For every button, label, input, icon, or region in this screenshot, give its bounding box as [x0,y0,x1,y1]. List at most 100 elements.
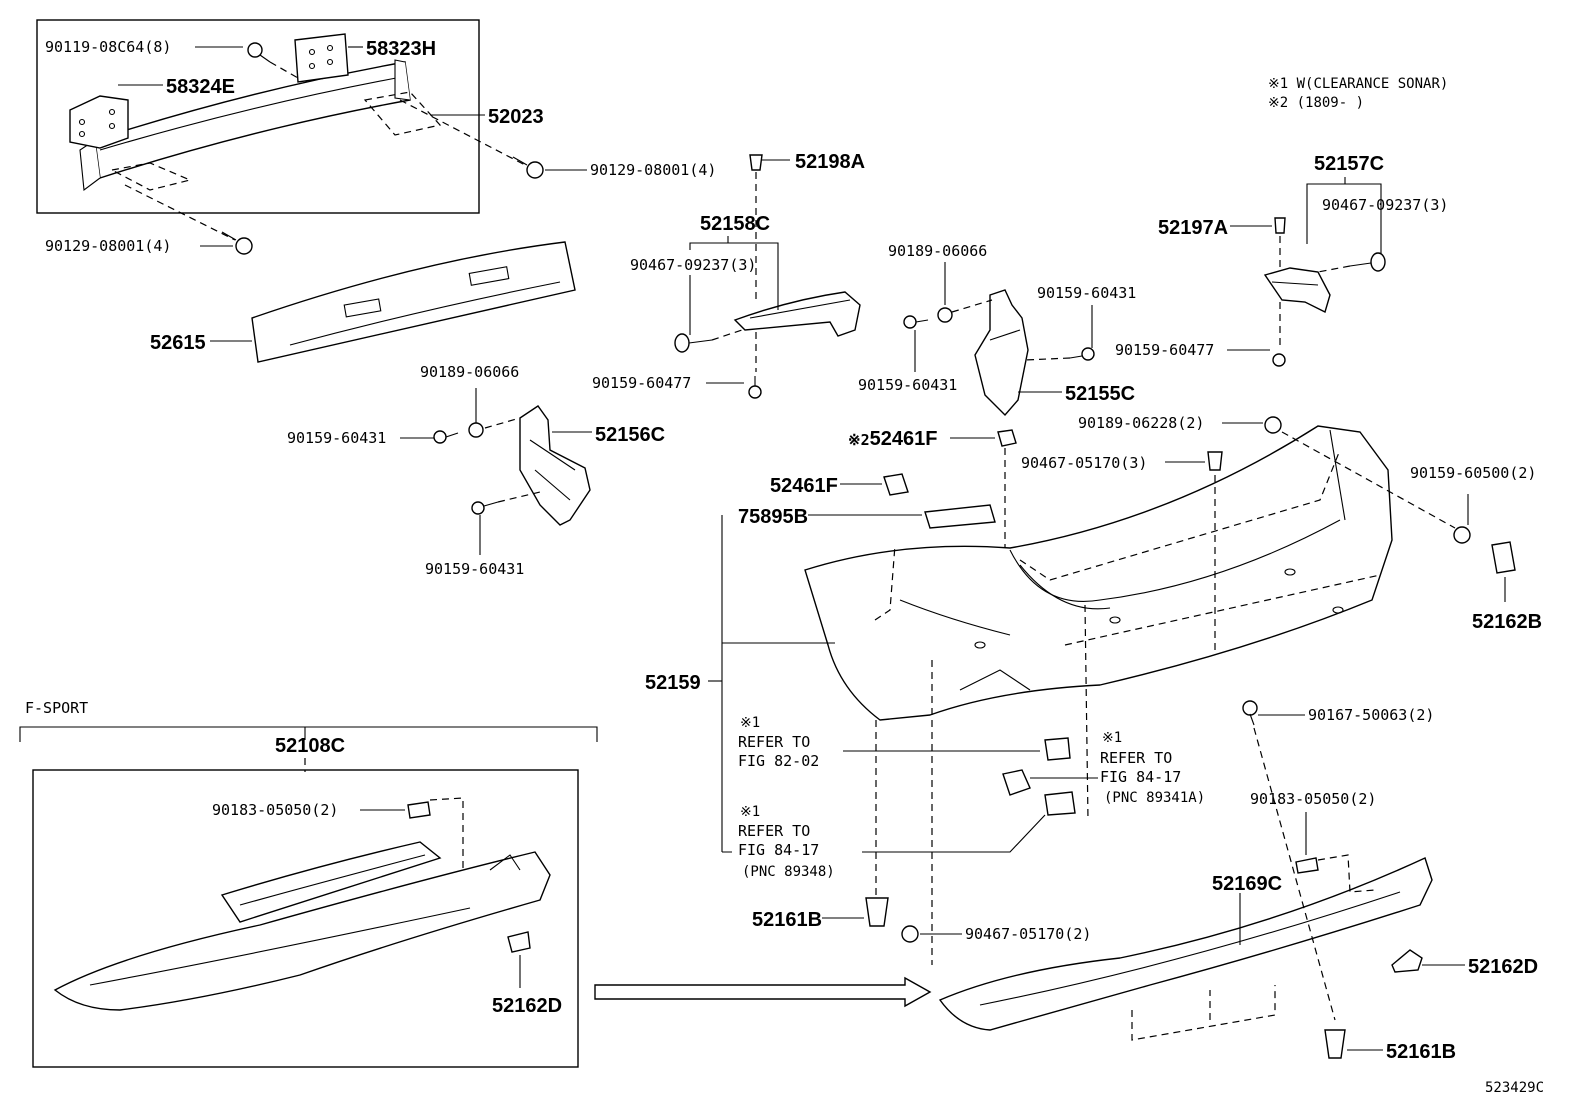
cover-52162D-fsport-icon [507,931,531,953]
sonar-sensor-icon [1002,769,1031,796]
label-90119-08C64: 90119-08C64(8) [45,38,171,56]
pad-52461F-lower-icon [883,473,909,496]
reflector-75895B [924,504,996,529]
bracket-52158C [733,291,861,337]
label-90183-05050-right: 90183-05050(2) [1250,790,1376,808]
ref3-line2: FIG 84-17 [1100,768,1181,786]
label-90159-60500: 90159-60500(2) [1410,464,1536,482]
bolt-90159-60431-bottom-icon [471,501,499,515]
label-90129-08001-left: 90129-08001(4) [45,237,171,255]
ref2-line2: FIG 84-17 [738,841,819,859]
clip-90167-50063-icon [1242,700,1258,726]
ref1-mark: ※1 [740,715,760,731]
label-52461F-lower: 52461F [770,475,838,497]
fsport-diffuser-insert [220,841,442,923]
label-90159-60477-right: 90159-60477 [1115,341,1214,359]
label-52615: 52615 [150,332,206,354]
bracket-58323H [294,33,349,83]
clip-52161B-left-icon [865,897,889,927]
bolt-90159-60477-right-icon [1272,353,1286,367]
bolt-90159-60431-right-icon [1069,347,1095,361]
ref3-mark: ※1 [1102,730,1122,746]
ref2-line1: REFER TO [738,822,810,840]
rivet-90467-09237-left-icon [674,333,713,353]
label-52161B-right: 52161B [1386,1041,1456,1063]
bracket-52157C [1263,267,1331,314]
pad-52461F-upper-icon [997,429,1017,447]
label-90129-08001-right: 90129-08001(4) [590,161,716,179]
label-90189-06228: 90189-06228(2) [1078,414,1204,432]
label-52162D-right: 52162D [1468,956,1538,978]
bolt-90129-right-icon [512,156,544,179]
clip-52161B-right-icon [1324,1029,1346,1059]
label-52156C: 52156C [595,424,665,446]
lower-spoiler-52169C [938,857,1433,1031]
ref1-line2: FIG 82-02 [738,752,819,770]
nut-90189-06066-right-icon [937,307,953,323]
bolt-90159-60431-left-icon [433,430,459,444]
label-90159-60431-right: 90159-60431 [1037,284,1136,302]
clip-52197A-icon [1274,217,1286,234]
nut-90189-06228-icon [1264,416,1282,434]
clip-90183-05050-right-icon [1295,857,1319,874]
label-90467-05170-upper: 90467-05170(3) [1021,454,1147,472]
bolt-90159-60477-left-icon [748,376,762,399]
fsport-lower-spoiler [53,851,551,1011]
nut-90189-06066-left-icon [468,422,484,438]
ref2-line3: (PNC 89348) [742,864,835,880]
clip-90467-05170-lower-icon [901,925,919,943]
bracket-58324E [69,95,129,149]
label-90467-09237-right: 90467-09237(3) [1322,196,1448,214]
label-90189-06066-left: 90189-06066 [420,363,519,381]
label-52108C: 52108C [275,735,345,757]
label-52461F-upper: ※252461F [848,428,937,450]
label-52197A: 52197A [1158,217,1228,239]
label-52169C: 52169C [1212,873,1282,895]
ref1-line1: REFER TO [738,733,810,751]
clip-90183-05050-fsport-icon [407,801,431,819]
bolt-90159-60500-icon [1453,526,1471,544]
ref3-line1: REFER TO [1100,749,1172,767]
label-52159: 52159 [645,672,701,694]
label-52158C: 52158C [700,213,770,235]
bracket-52156C [519,405,591,526]
bolt-90129-left-icon [221,231,253,255]
cover-52162B-icon [1491,541,1516,574]
bolt-90159-60431-mid-icon [903,315,929,329]
label-52162D-fsport: 52162D [492,995,562,1017]
note-clearance-sonar: ※1 W(CLEARANCE SONAR) [1268,76,1448,92]
label-90159-60431-bottom: 90159-60431 [425,560,524,578]
fsport-group-box [32,769,579,1068]
label-90159-60477-left: 90159-60477 [592,374,691,392]
label-52157C: 52157C [1314,153,1384,175]
label-90159-60431-mid: 90159-60431 [858,376,957,394]
ref2-mark: ※1 [740,804,760,820]
rivet-90467-09237-right-icon [1349,252,1386,272]
label-90167-50063: 90167-50063(2) [1308,706,1434,724]
label-52155C: 52155C [1065,383,1135,405]
bumper-reinforcement-52023 [79,59,411,192]
clip-52198A-icon [749,154,763,171]
label-90159-60431-left: 90159-60431 [287,429,386,447]
label-90467-09237-left: 90467-09237(3) [630,256,756,274]
sonar-sensor-bracket-2-icon [1044,791,1076,816]
label-52198A: 52198A [795,151,865,173]
arrow-right-icon [594,976,932,1008]
label-75895B: 75895B [738,506,808,528]
figure-code: 523429C [1485,1080,1544,1096]
bracket-52155C [974,289,1029,417]
note-date-range: ※2 (1809- ) [1268,95,1364,111]
label-90189-06066-right: 90189-06066 [888,242,987,260]
label-52162B: 52162B [1472,611,1542,633]
label-52161B-left: 52161B [752,909,822,931]
bolt-90119-icon [247,42,271,63]
label-90467-05170-lower: 90467-05170(2) [965,925,1091,943]
cover-52162D-right-icon [1391,949,1423,973]
sonar-sensor-bracket-1-icon [1044,737,1071,761]
label-58323H: 58323H [366,38,436,60]
ref3-line3: (PNC 89341A) [1104,790,1205,806]
reinforcement-group-box [36,19,480,214]
energy-absorber-52615 [251,241,576,363]
clip-90467-05170-upper-icon [1207,451,1223,471]
